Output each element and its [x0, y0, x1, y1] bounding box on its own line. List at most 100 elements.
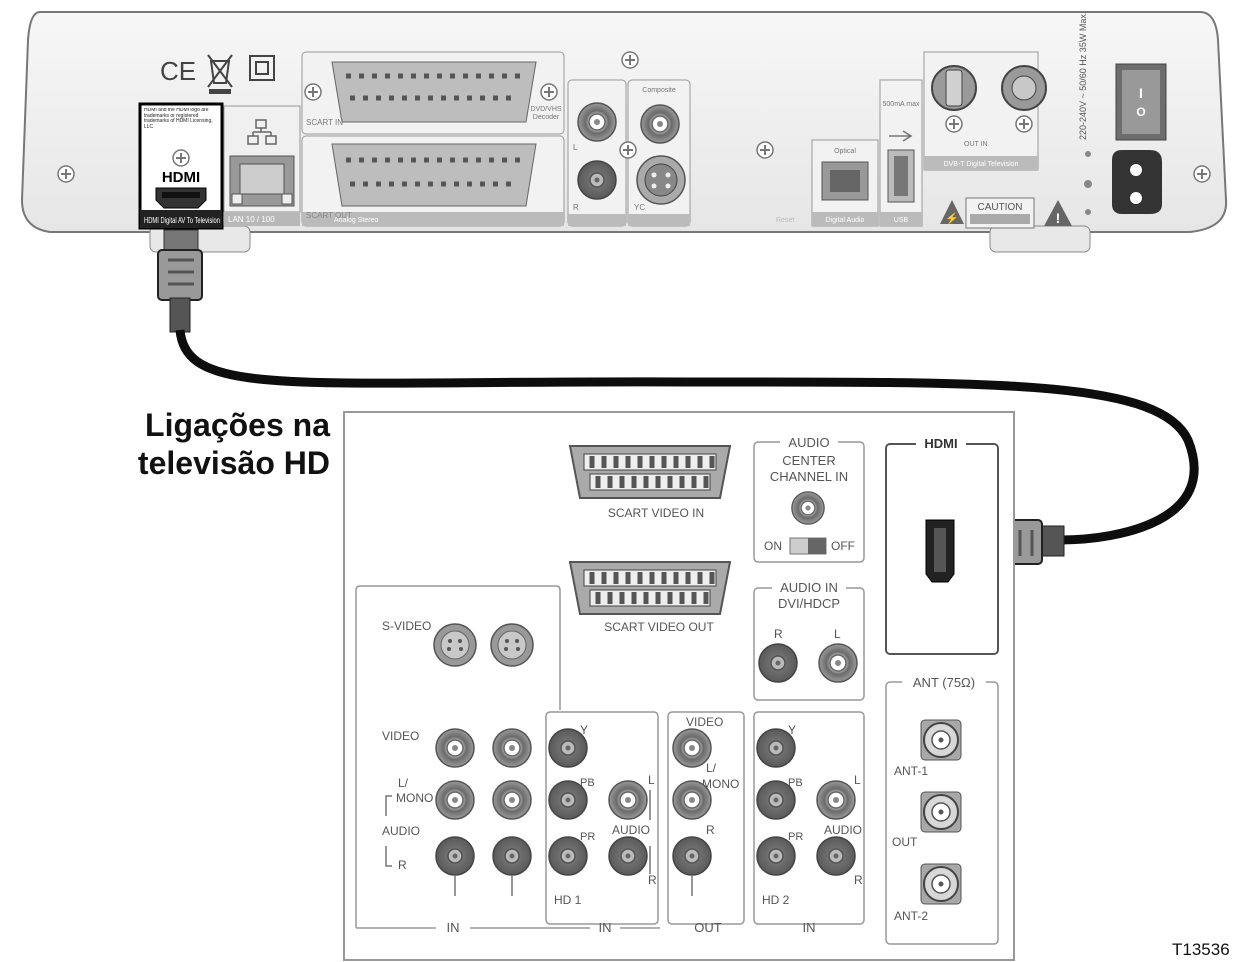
analog-stereo-label: Analog Stereo — [334, 217, 378, 224]
hd1-r-label: R — [648, 873, 657, 887]
audio-r-label: R — [398, 858, 407, 872]
audio-center-label-3: CHANNEL IN — [770, 469, 848, 484]
analog-audio-ports[interactable]: L R — [567, 79, 627, 227]
hd1-component-input[interactable]: Y PB PR L AUDIO R HD 1 IN — [545, 711, 659, 935]
hdmi-logo: HDMI — [162, 169, 200, 186]
lan-port[interactable]: LAN 10 / 100 — [223, 105, 301, 226]
out-block-label: OUT — [694, 920, 722, 935]
scart-in-port[interactable]: SCART IN DVD/VHS Decoder — [301, 51, 566, 135]
hdmi-logo-note: HDMI and the HDMI logo are trademarks or… — [144, 108, 213, 130]
tv-hdmi-label: HDMI — [924, 436, 957, 451]
usb-port[interactable]: 500mA max USB — [879, 79, 923, 227]
screw-icon — [621, 51, 639, 69]
usb-current-label: 500mA max — [882, 101, 920, 108]
hd1-pr-label: PR — [580, 831, 595, 843]
weee-bin-icon — [207, 54, 233, 94]
antenna-ports[interactable]: ANT (75Ω) ANT-1 OUT ANT-2 — [885, 674, 999, 945]
hd2-l-label: L — [854, 773, 861, 787]
out-in-label: OUT IN — [964, 141, 988, 148]
screw-icon — [756, 141, 774, 159]
yc-label: YC — [634, 203, 645, 212]
ant2-label: ANT-2 — [894, 909, 928, 923]
audio-label: AUDIO — [382, 824, 420, 838]
svg-text:⚡: ⚡ — [945, 212, 959, 225]
hd1-y-label: Y — [580, 723, 588, 737]
optical-port[interactable]: Optical Digital Audio — [811, 139, 879, 227]
hdmi-port-label: HDMI Digital AV To Television — [144, 216, 220, 225]
l-mono-label-2: MONO — [396, 791, 433, 805]
hd1-pb-label: PB — [580, 777, 595, 789]
hd2-in-label: IN — [803, 920, 816, 935]
reset-label: Reset — [776, 217, 794, 224]
usb-label: USB — [894, 217, 909, 224]
dvbt-antenna-ports[interactable]: OUT IN DVB-T Digital Television — [923, 51, 1047, 171]
switch-off-label: O — [1136, 105, 1145, 119]
power-rating-label: 220-240V ~ 50/60 Hz 35W Max. — [1078, 12, 1088, 140]
scart-out-port[interactable]: SCART OUT Analog Stereo — [301, 135, 565, 227]
screw-icon — [304, 83, 322, 101]
video-ports[interactable]: Composite YC — [619, 79, 691, 227]
audio-in-dvi-hdcp[interactable]: AUDIO IN DVI/HDCP R L — [753, 580, 865, 701]
hd2-label: HD 2 — [762, 893, 790, 907]
digital-audio-label: Digital Audio — [826, 217, 865, 224]
r-label: R — [774, 627, 783, 641]
hd1-label: HD 1 — [554, 893, 582, 907]
on-label: ON — [764, 539, 782, 553]
caution-plate: ⚡ CAUTION ! — [940, 197, 1072, 229]
dvbt-label: DVB-T Digital Television — [944, 161, 1019, 168]
screw-icon — [945, 115, 963, 133]
figure-id: T13536 — [1172, 940, 1230, 959]
out-video-label: VIDEO — [686, 715, 723, 729]
out-r-label: R — [706, 823, 715, 837]
set-top-box: CE HDMI and the HDMI logo are trademarks… — [20, 11, 1228, 253]
power-switch[interactable]: I O — [1115, 63, 1167, 141]
off-label: OFF — [831, 539, 855, 553]
hd1-l-label: L — [648, 773, 655, 787]
tv-hdmi-port[interactable]: HDMI — [885, 436, 999, 655]
tv-scart-video-in[interactable]: SCART VIDEO IN — [568, 445, 732, 520]
double-insulation-icon — [249, 55, 275, 81]
tv-scart-video-out[interactable]: SCART VIDEO OUT — [568, 561, 732, 634]
audio-in-label-1: AUDIO IN — [780, 580, 838, 595]
usb-icon — [889, 130, 913, 142]
dvd-vhs-label: DVD/VHS Decoder — [530, 106, 562, 121]
right-audio-label: R — [573, 203, 579, 212]
scart-in-label: SCART IN — [306, 118, 343, 127]
l-label: L — [834, 627, 841, 641]
hd2-audio-label: AUDIO — [824, 823, 862, 837]
audio-center-label-2: CENTER — [782, 453, 835, 468]
power-socket[interactable] — [1112, 150, 1162, 214]
ant-out-label: OUT — [892, 835, 918, 849]
ant1-label: ANT-1 — [894, 764, 928, 778]
out-l-mono-label-1: L/ — [706, 761, 717, 775]
av-input-block[interactable]: S-VIDEO VIDEO L/ MONO AUDIO R — [355, 585, 660, 935]
av-output-block[interactable]: VIDEO L/ MONO R OUT — [667, 711, 745, 935]
hd2-component-input[interactable]: Y PB PR L AUDIO R HD 2 IN — [753, 711, 865, 935]
stb-hdmi-port[interactable]: HDMI and the HDMI logo are trademarks or… — [138, 102, 224, 230]
audio-center-channel[interactable]: AUDIO CENTER CHANNEL IN ON OFF — [753, 434, 865, 563]
hd1-in-label: IN — [599, 920, 612, 935]
left-audio-label: L — [573, 143, 578, 152]
screw-icon — [540, 83, 558, 101]
caption-line-1: Ligações na — [145, 407, 330, 443]
screw-icon — [172, 149, 190, 167]
video-label: VIDEO — [382, 729, 419, 743]
audio-center-label-1: AUDIO — [788, 435, 829, 450]
screw-icon — [57, 165, 75, 183]
svg-text:!: ! — [1056, 210, 1061, 226]
audio-in-label-2: DVI/HDCP — [778, 596, 840, 611]
lan-label: LAN 10 / 100 — [228, 215, 275, 224]
svideo-label: S-VIDEO — [382, 619, 431, 633]
caption-line-2: televisão HD — [137, 445, 330, 481]
hd2-y-label: Y — [788, 723, 796, 737]
l-mono-label-1: L/ — [398, 776, 409, 790]
screw-icon — [619, 141, 637, 159]
network-icon — [247, 119, 277, 145]
ant-label: ANT (75Ω) — [913, 675, 975, 690]
composite-label: Composite — [642, 87, 676, 94]
in-label: IN — [447, 920, 460, 935]
screw-icon — [1193, 165, 1211, 183]
scart-video-in-label: SCART VIDEO IN — [608, 506, 704, 520]
caution-label: CAUTION — [978, 202, 1023, 213]
